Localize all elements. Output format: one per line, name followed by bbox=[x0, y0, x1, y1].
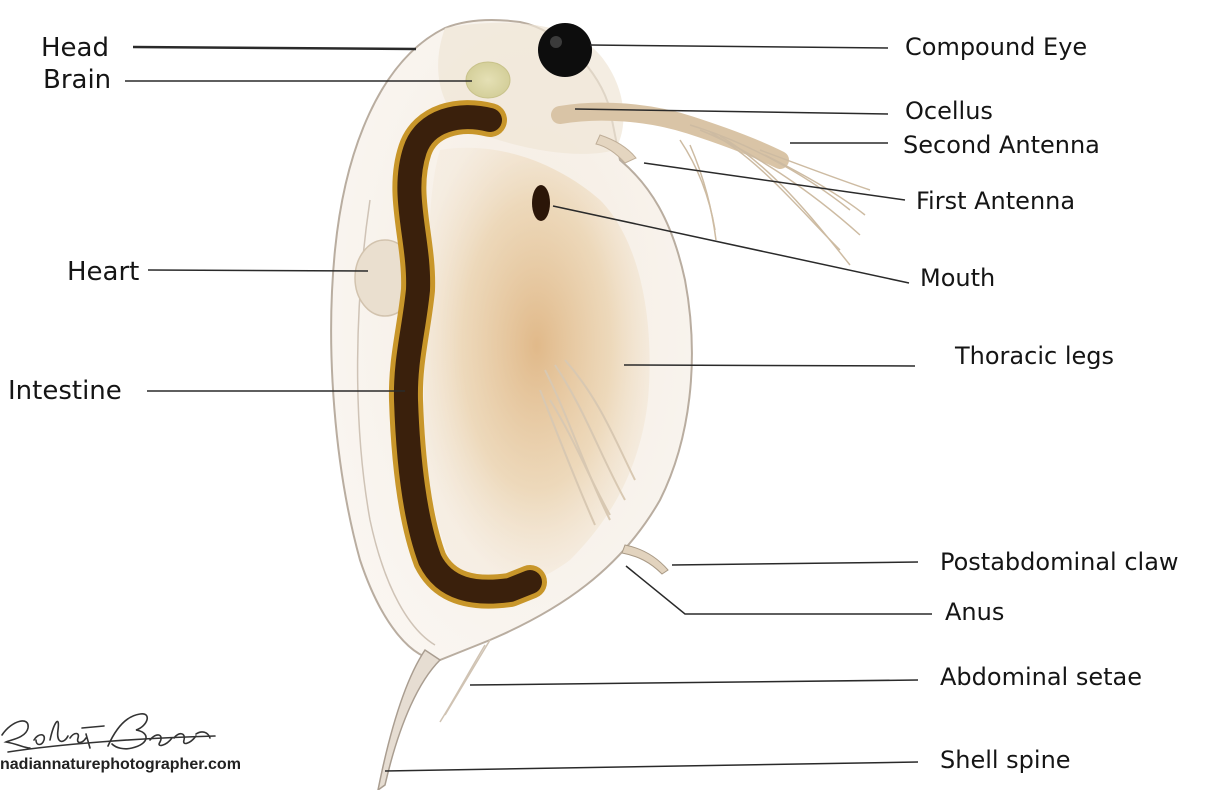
signature bbox=[2, 714, 215, 752]
label-first-antenna: First Antenna bbox=[916, 187, 1075, 215]
shell-spine bbox=[378, 650, 440, 790]
leader-anus bbox=[626, 566, 932, 614]
label-heart: Heart bbox=[67, 258, 139, 286]
leader-postabdominal-claw bbox=[672, 562, 918, 565]
compound-eye bbox=[538, 23, 592, 77]
postabdominal-claw bbox=[622, 545, 668, 574]
leader-first-antenna bbox=[644, 163, 905, 200]
leader-head bbox=[133, 47, 416, 49]
label-abdominal-setae: Abdominal setae bbox=[940, 663, 1142, 691]
label-thoracic-legs: Thoracic legs bbox=[955, 342, 1114, 370]
label-compound-eye: Compound Eye bbox=[905, 33, 1087, 61]
label-intestine: Intestine bbox=[8, 377, 122, 405]
label-ocellus: Ocellus bbox=[905, 97, 993, 125]
label-head: Head bbox=[41, 34, 109, 62]
label-anus: Anus bbox=[945, 598, 1004, 626]
leader-abdominal-setae bbox=[470, 680, 918, 685]
label-second-antenna: Second Antenna bbox=[903, 131, 1100, 159]
compound-eye-highlight bbox=[550, 36, 562, 48]
label-shell-spine: Shell spine bbox=[940, 746, 1071, 774]
leader-heart bbox=[148, 270, 368, 271]
brain bbox=[466, 62, 510, 98]
label-brain: Brain bbox=[43, 66, 111, 94]
leader-thoracic-legs bbox=[624, 365, 915, 366]
label-postabdominal-claw: Postabdominal claw bbox=[940, 548, 1179, 576]
leader-compound-eye bbox=[590, 45, 888, 48]
leader-shell-spine bbox=[385, 762, 918, 771]
label-mouth: Mouth bbox=[920, 264, 995, 292]
mouth bbox=[532, 185, 550, 221]
credit-website: nadiannaturephotographer.com bbox=[0, 756, 241, 774]
